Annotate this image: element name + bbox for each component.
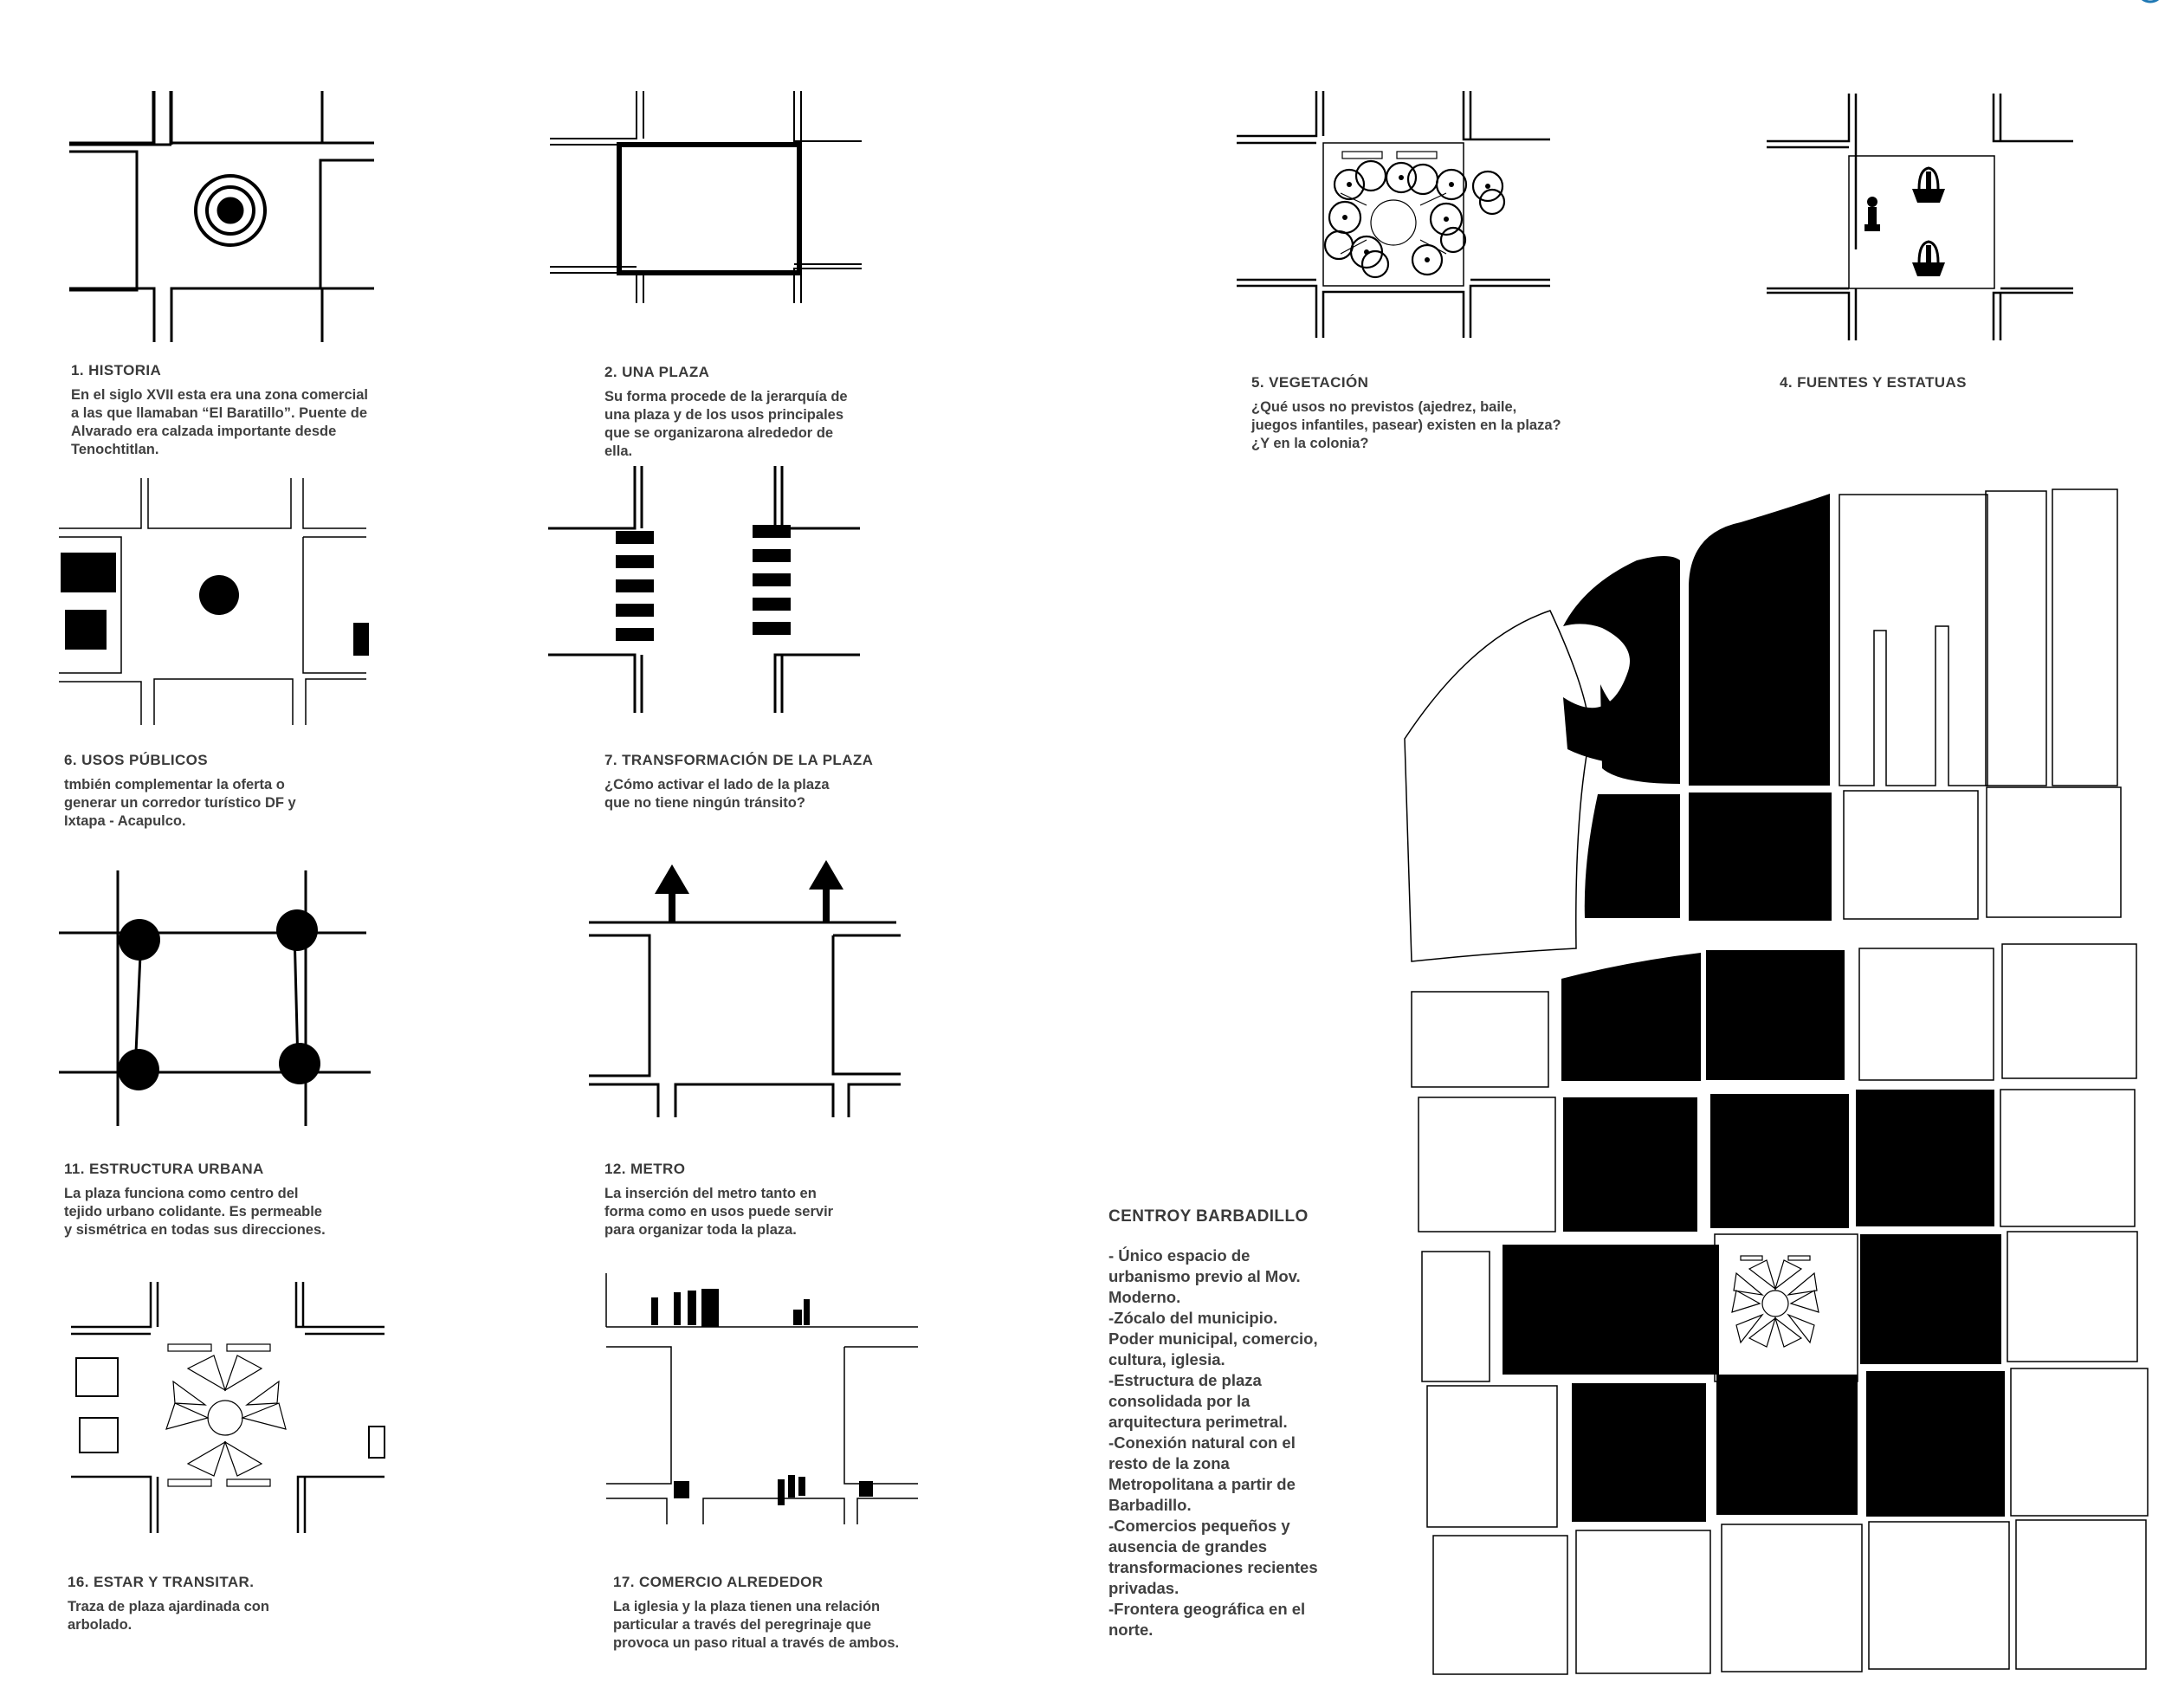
caption-fuentes-estatuas: 4. FUENTES Y ESTATUAS bbox=[1780, 374, 2161, 398]
caption-estructura-urbana: 11. ESTRUCTURA URBANA La plaza funciona … bbox=[64, 1161, 445, 1239]
caption-una-plaza: 2. UNA PLAZA Su forma procede de la jera… bbox=[604, 364, 986, 461]
arrow-up-icon bbox=[655, 864, 689, 922]
caption-body: tmbién complementar la oferta o generar … bbox=[64, 777, 296, 829]
figure-ground-map bbox=[1394, 481, 2156, 1693]
caption-usos-publicos: 6. USOS PÚBLICOS tmbién complementar la … bbox=[64, 752, 445, 831]
caption-title: 5. VEGETACIÓN bbox=[1251, 374, 1369, 391]
caption-body: ¿Cómo activar el lado de la plaza que no… bbox=[604, 777, 830, 811]
diagram-historia bbox=[69, 91, 390, 342]
fountain-icon bbox=[1912, 166, 1945, 203]
diagram-vegetacion bbox=[1237, 91, 1557, 342]
sidebar-title: CENTROY BARBADILLO bbox=[1108, 1207, 1309, 1226]
diagram-comercio-alrededor bbox=[605, 1273, 927, 1533]
sidebar-description: CENTROY BARBADILLO - Único espacio de ur… bbox=[1108, 1207, 1386, 1640]
caption-title: 4. FUENTES Y ESTATUAS bbox=[1780, 374, 1967, 391]
caption-body: ¿Qué usos no previstos (ajedrez, baile, … bbox=[1251, 399, 1561, 451]
caption-title: 12. METRO bbox=[604, 1161, 686, 1177]
caption-body: La iglesia y la plaza tienen una relació… bbox=[613, 1599, 900, 1651]
caption-title: 7. TRANSFORMACIÓN DE LA PLAZA bbox=[604, 752, 874, 768]
sidebar-body: - Único espacio de urbanismo previo al M… bbox=[1108, 1246, 1318, 1639]
caption-body: La inserción del metro tanto en forma co… bbox=[604, 1186, 834, 1238]
caption-body: La plaza funciona como centro del tejido… bbox=[64, 1186, 326, 1238]
caption-estar-transitar: 16. ESTAR Y TRANSITAR. Traza de plaza aj… bbox=[68, 1574, 449, 1634]
caption-transformacion-plaza: 7. TRANSFORMACIÓN DE LA PLAZA ¿Cómo acti… bbox=[604, 752, 986, 812]
caption-historia: 1. HISTORIA En el siglo XVII esta era un… bbox=[71, 362, 452, 459]
arrow-up-icon bbox=[809, 860, 843, 922]
diagram-transformacion-plaza bbox=[548, 466, 869, 717]
caption-comercio-alrededor: 17. COMERCIO ALREDEDOR La iglesia y la p… bbox=[613, 1574, 994, 1653]
corner-badge-icon bbox=[2141, 0, 2160, 3]
caption-title: 2. UNA PLAZA bbox=[604, 364, 710, 380]
caption-vegetacion: 5. VEGETACIÓN ¿Qué usos no previstos (aj… bbox=[1251, 374, 1632, 453]
diagram-estar-transitar bbox=[71, 1282, 391, 1537]
diagram-usos-publicos bbox=[59, 478, 379, 729]
caption-body: Su forma procede de la jerarquía de una … bbox=[604, 389, 848, 459]
caption-title: 1. HISTORIA bbox=[71, 362, 162, 378]
diagram-metro bbox=[589, 857, 909, 1117]
fountain-icon bbox=[1912, 240, 1945, 276]
caption-metro: 12. METRO La inserción del metro tanto e… bbox=[604, 1161, 986, 1239]
caption-title: 16. ESTAR Y TRANSITAR. bbox=[68, 1574, 255, 1590]
caption-title: 11. ESTRUCTURA URBANA bbox=[64, 1161, 264, 1177]
diagram-una-plaza bbox=[550, 91, 870, 303]
caption-body: Traza de plaza ajardinada con arbolado. bbox=[68, 1599, 269, 1633]
caption-title: 17. COMERCIO ALREDEDOR bbox=[613, 1574, 824, 1590]
statue-icon bbox=[1864, 197, 1880, 231]
diagram-fuentes-estatuas bbox=[1767, 94, 2087, 345]
diagram-estructura-urbana bbox=[59, 870, 379, 1130]
caption-body: En el siglo XVII esta era una zona comer… bbox=[71, 387, 368, 457]
caption-title: 6. USOS PÚBLICOS bbox=[64, 752, 209, 768]
